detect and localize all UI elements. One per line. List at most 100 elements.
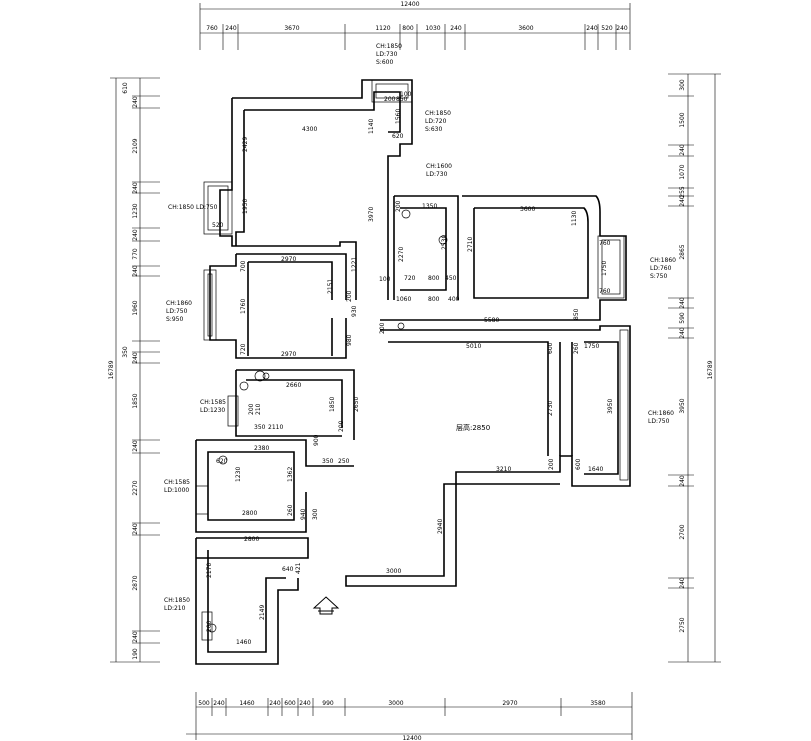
room-dim: 2170 [206, 563, 213, 578]
top-seg: 800 [402, 25, 414, 32]
room-dim: 1140 [368, 119, 375, 134]
room-dim: 3970 [368, 207, 375, 222]
svg-text:CH:1850: CH:1850 [168, 204, 194, 211]
room-dim: 760 [599, 240, 611, 247]
bottom-seg: 1460 [239, 700, 254, 707]
top-seg: 240 [586, 25, 598, 32]
right-seg: 590 [679, 312, 686, 324]
room-dim: 700 [240, 260, 247, 272]
left-seg: 1230 [132, 203, 139, 218]
room-dim: 2800 [242, 510, 257, 517]
room-dim: 5010 [466, 343, 481, 350]
room-dim: 1950 [242, 199, 249, 214]
room-dim: 1350 [422, 203, 437, 210]
bottom-total: 12400 [402, 735, 421, 741]
svg-text:LD:1000: LD:1000 [164, 487, 189, 494]
svg-text:LD:750: LD:750 [196, 204, 218, 211]
note: CH:1850 LD:730 S:600 [376, 43, 402, 66]
room-dim: 1230 [235, 467, 242, 482]
room-dim: 850 [573, 308, 580, 320]
right-seg: 3950 [679, 398, 686, 413]
bottom-seg: 240 [269, 700, 281, 707]
top-seg: 1120 [375, 25, 390, 32]
top-seg: 760 [206, 25, 218, 32]
svg-text:LD:210: LD:210 [164, 605, 186, 612]
bottom-seg: 500 [198, 700, 210, 707]
right-seg: 240 [679, 195, 686, 207]
room-dim: 2650 [353, 397, 360, 412]
room-dim: 200 [206, 620, 213, 632]
room-dim: 2270 [398, 247, 405, 262]
room-dim: 3600 [520, 206, 535, 213]
svg-text:CH:1585: CH:1585 [164, 479, 190, 486]
room-dim: 2970 [281, 256, 296, 263]
left-total: 16789 [108, 360, 115, 379]
room-dim: 720 [240, 343, 247, 355]
svg-text:S:950: S:950 [166, 316, 183, 323]
room-dim: 260 [287, 504, 294, 516]
left-seg: 240 [132, 631, 139, 643]
room-dim: 520 [212, 222, 224, 229]
left-seg: 1960 [132, 300, 139, 315]
top-seg: 240 [225, 25, 237, 32]
room-dim: 600 [575, 458, 582, 470]
room-dim: 5580 [484, 317, 499, 324]
left-seg: 2270 [132, 480, 139, 495]
right-seg: 1070 [679, 164, 686, 179]
svg-text:CH:1585: CH:1585 [200, 399, 226, 406]
bottom-dimension: 12400 500 240 1460 240 600 240 990 3000 … [186, 692, 633, 741]
right-seg: 240 [679, 297, 686, 309]
notes: CH:1850 LD:730 S:600 CH:1850 LD:720 S:63… [164, 43, 676, 612]
svg-text:LD:760: LD:760 [650, 265, 672, 272]
room-dim: 200 [384, 96, 396, 103]
left-dimension: 16789 610 240 2109 240 1230 240 770 240 … [108, 77, 160, 663]
room-dim: 1750 [584, 343, 599, 350]
note: CH:1860 LD:760 S:750 [650, 257, 676, 280]
svg-text:LD:750: LD:750 [648, 418, 670, 425]
room-dim: 3950 [607, 399, 614, 414]
svg-text:LD:720: LD:720 [425, 118, 447, 125]
note: CH:1850 LD:210 [164, 597, 190, 612]
top-seg: 240 [616, 25, 628, 32]
room-dim: 600 [547, 342, 554, 354]
right-seg: 300 [679, 79, 686, 91]
bottom-seg: 600 [284, 700, 296, 707]
room-dim: 350 [322, 458, 334, 465]
walls [195, 79, 631, 665]
left-seg: 240 [132, 265, 139, 277]
note: CH:1850 LD:750 [168, 204, 218, 211]
svg-text:CH:1600: CH:1600 [426, 163, 452, 170]
bottom-seg: 2970 [502, 700, 517, 707]
room-dim: 940 [300, 508, 307, 520]
left-seg: 240 [132, 523, 139, 535]
bottom-seg: 990 [322, 700, 334, 707]
svg-text:LD:730: LD:730 [376, 51, 398, 58]
bottom-seg: 240 [299, 700, 311, 707]
svg-text:CH:1860: CH:1860 [650, 257, 676, 264]
room-height-label: 层高:2850 [456, 423, 490, 432]
room-dim: 2110 [268, 424, 283, 431]
right-seg: 2750 [679, 617, 686, 632]
room-dim: 930 [351, 305, 358, 317]
top-seg: 1030 [425, 25, 440, 32]
svg-text:S:600: S:600 [376, 59, 393, 66]
top-total: 12400 [400, 1, 419, 8]
fixtures [207, 209, 448, 633]
top-dimension: 12400 760 240 3670 1120 800 1030 240 360… [199, 1, 631, 50]
room-dim: 421 [295, 562, 302, 574]
room-dim: 1130 [571, 211, 578, 226]
room-dim: 350 [254, 424, 266, 431]
right-seg: 240 [679, 577, 686, 589]
right-dimension: 16789 300 1500 240 1070 255 240 2865 240… [668, 73, 721, 663]
svg-text:LD:1230: LD:1230 [200, 407, 225, 414]
bottom-seg: 240 [213, 700, 225, 707]
room-dim: 1760 [240, 299, 247, 314]
room-dim: 620 [392, 133, 404, 140]
top-seg: 3600 [518, 25, 533, 32]
room-dim: 450 [445, 275, 457, 282]
svg-text:S:750: S:750 [650, 273, 667, 280]
room-dim: 720 [404, 275, 416, 282]
room-dim: 900 [313, 434, 320, 446]
svg-text:CH:1850: CH:1850 [164, 597, 190, 604]
